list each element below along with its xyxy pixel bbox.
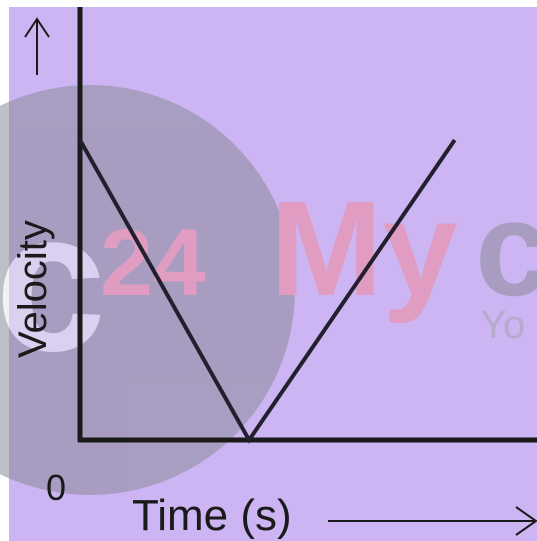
- x-axis-label: Time (s): [132, 491, 292, 540]
- watermark-tagline: Yo: [480, 303, 525, 347]
- x-arrow-icon: [328, 506, 537, 536]
- y-arrow-icon: [24, 17, 50, 75]
- origin-label: 0: [46, 467, 66, 508]
- watermark-number: 24: [100, 210, 206, 316]
- watermark-brand-tail: c: [475, 173, 537, 324]
- watermark-circle-text: c: [0, 170, 106, 393]
- y-axis-label: Velocity: [11, 220, 55, 358]
- watermark-brand: My: [270, 173, 458, 324]
- series-line: [78, 138, 457, 444]
